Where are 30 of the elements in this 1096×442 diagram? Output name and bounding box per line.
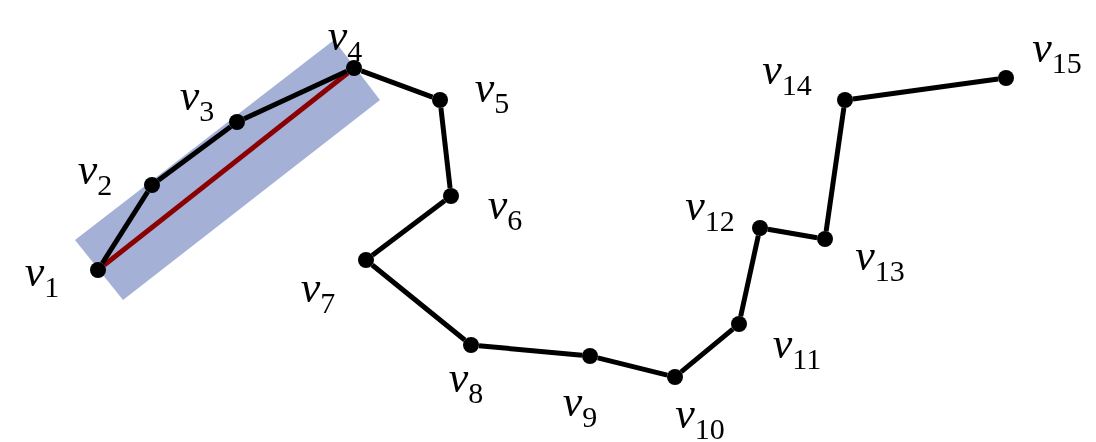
vertex-dot — [432, 92, 448, 108]
edge-line — [823, 107, 847, 232]
vertex-dot — [358, 252, 374, 268]
edge-line — [597, 355, 668, 378]
edge-line — [478, 343, 583, 358]
edge-line — [360, 68, 434, 100]
edge-line — [438, 107, 453, 189]
vertex-dot — [346, 60, 362, 76]
vertex-dot — [463, 337, 479, 353]
edge-line — [852, 76, 999, 102]
edge-line — [370, 198, 447, 258]
vertex-dot — [817, 231, 833, 247]
vertex-dot — [752, 220, 768, 236]
vertex-dot — [582, 348, 598, 364]
vertex-dot — [731, 316, 747, 332]
edge-line — [370, 263, 467, 342]
edge-line — [243, 69, 348, 121]
vertex-dot — [144, 177, 160, 193]
vertex-dot — [667, 369, 683, 385]
edge-line — [679, 327, 735, 374]
edge-line — [738, 235, 761, 317]
edge-line — [100, 190, 150, 265]
vertex-dot — [443, 188, 459, 204]
vertex-dot — [90, 262, 106, 278]
vertex-dot — [229, 114, 245, 130]
vertex-dot — [998, 70, 1014, 86]
edge-line — [102, 71, 350, 267]
edge-line — [156, 124, 233, 183]
edge-line — [767, 226, 818, 241]
vertex-dot — [837, 92, 853, 108]
